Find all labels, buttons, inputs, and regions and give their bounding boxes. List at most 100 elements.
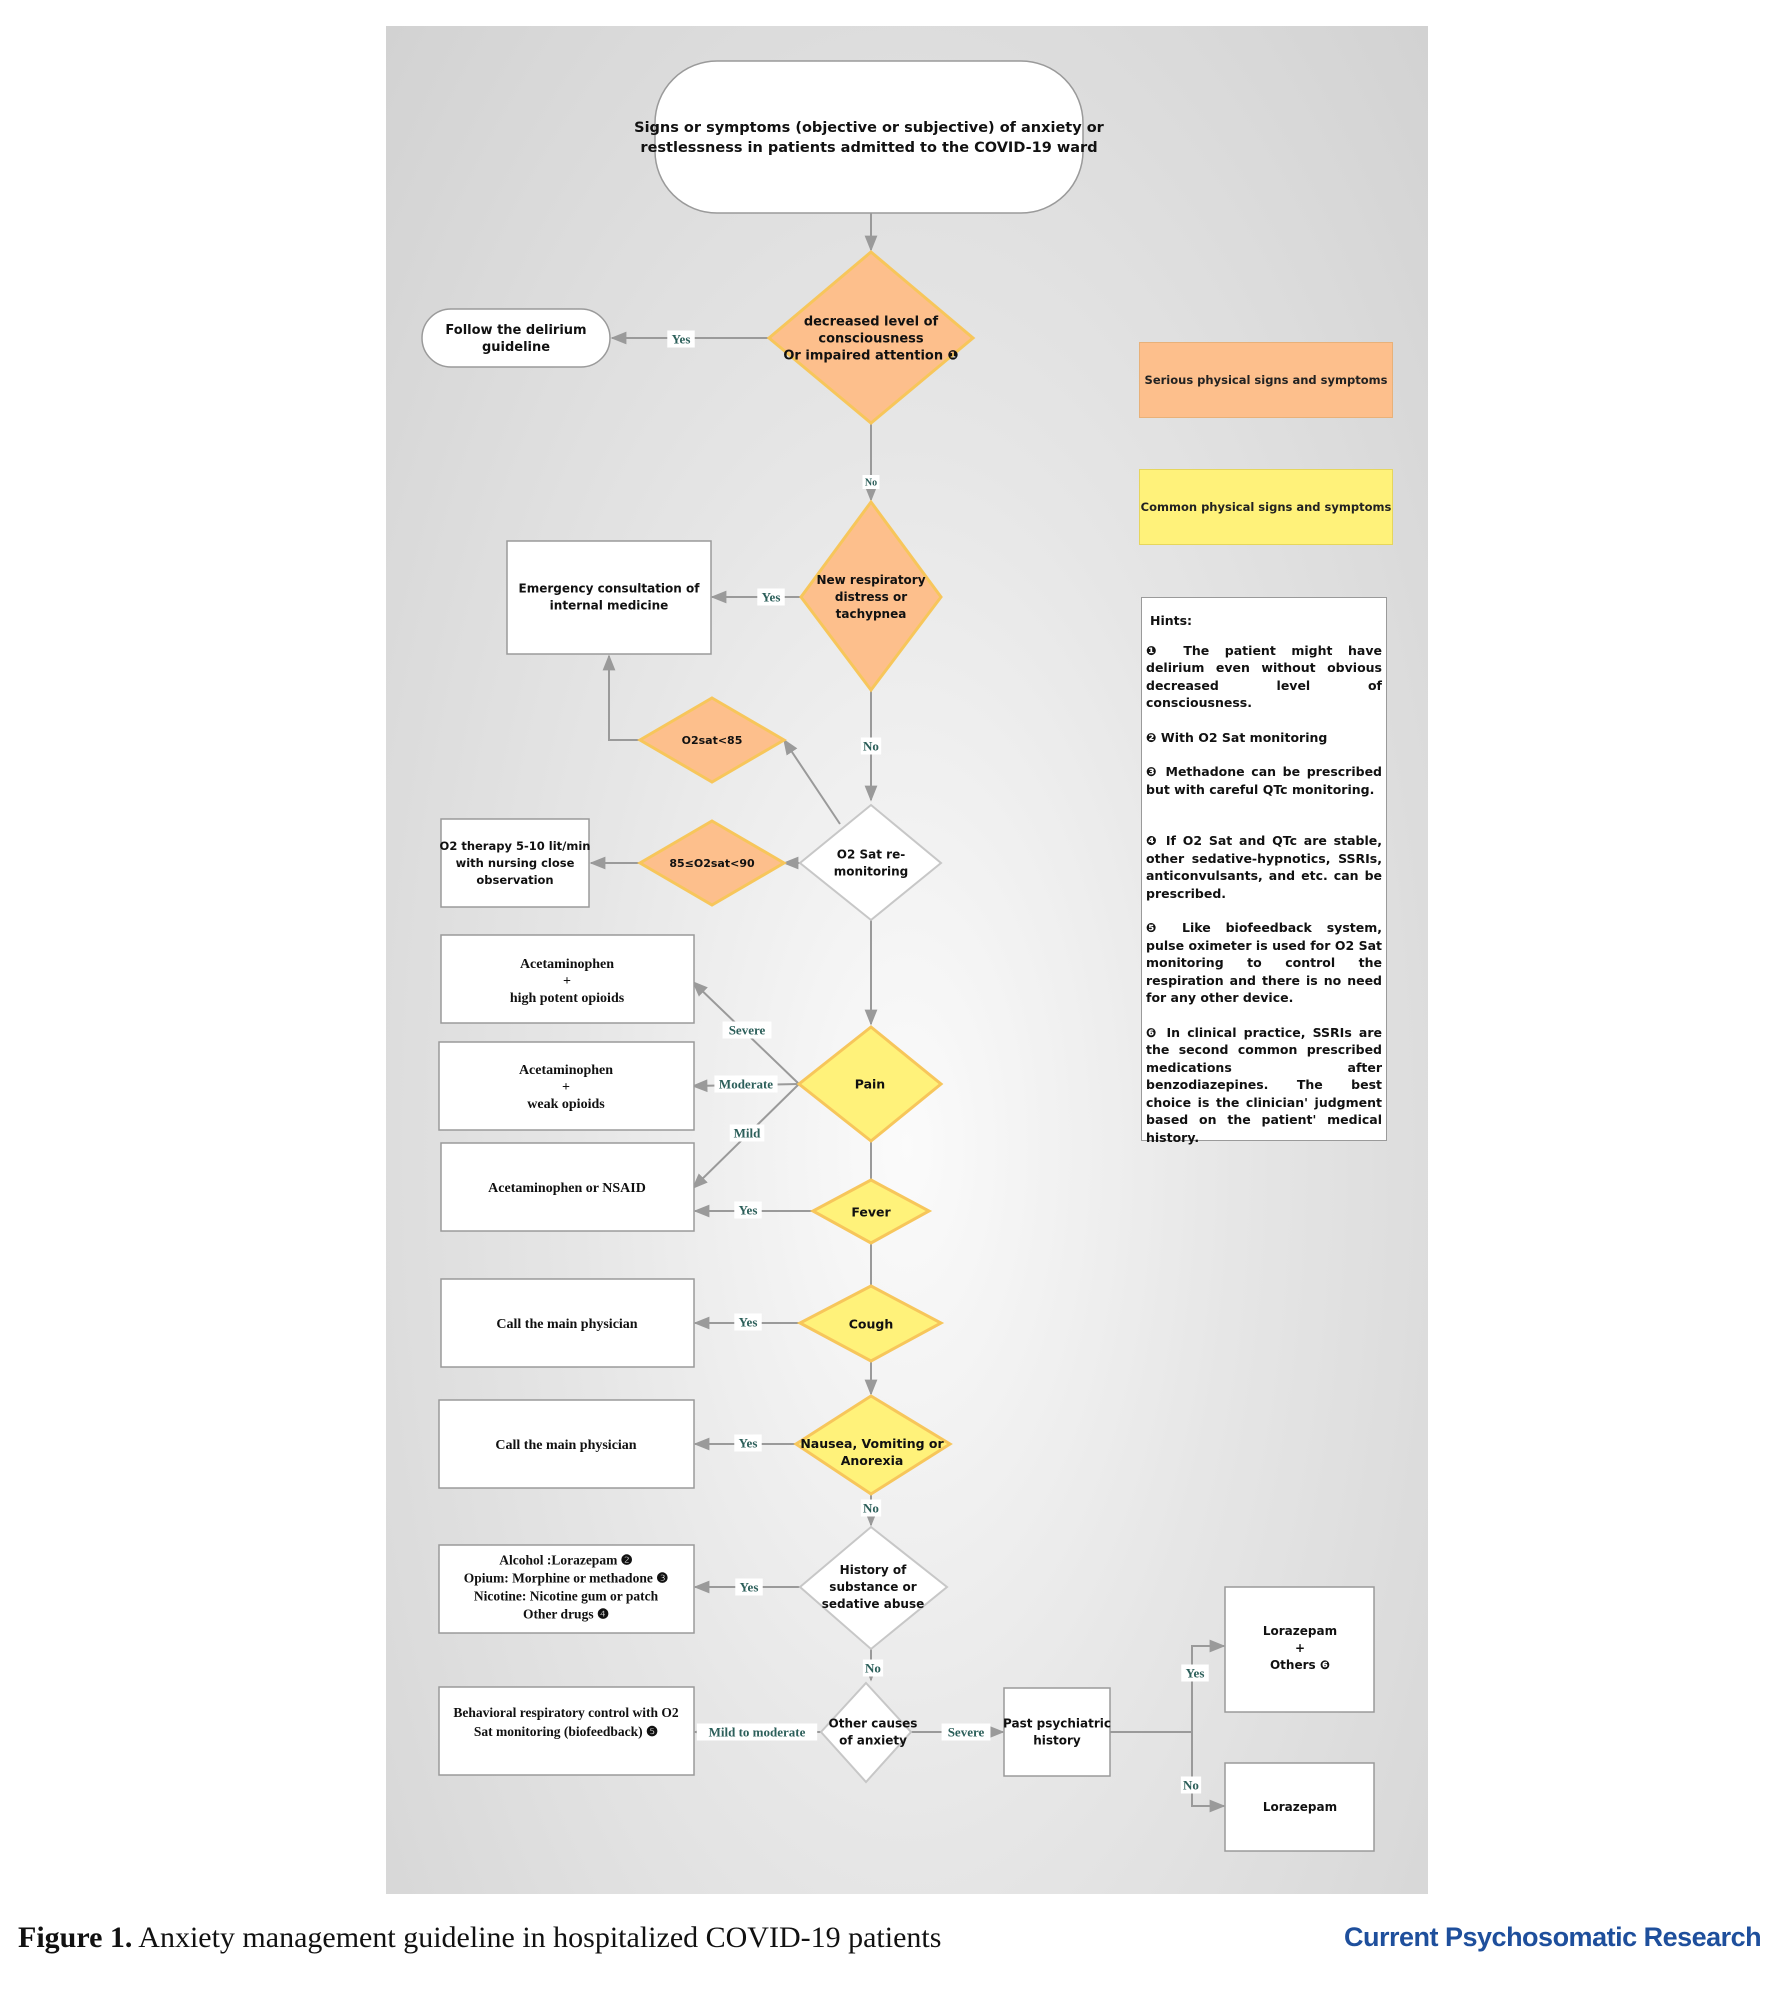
drugs-node (438, 1544, 695, 1634)
edge-label-text: Mild to moderate (709, 1725, 806, 1740)
edge-label-background (1181, 1664, 1209, 1682)
substance-decision (798, 1525, 949, 1651)
edge-label-text: Yes (762, 590, 781, 605)
pain-decision (796, 1025, 944, 1143)
edge-label-background (862, 475, 880, 489)
edge-label-text: Yes (739, 1315, 758, 1330)
edge-labels: YesNoYesNoSevereModerateMildYesYesYesNoY… (667, 330, 1209, 1794)
legend-common: Common physical signs and symptoms (1139, 469, 1393, 545)
o2range-decision (637, 819, 787, 907)
acet-nsaid-label: Acetaminophen or NSAID (488, 1181, 646, 1196)
edge-label-text: No (1183, 1778, 1199, 1793)
edge-label-text: No (865, 1661, 881, 1676)
edge-label-yes: Yes (734, 1313, 762, 1331)
hint-item: ❻ In clinical practice, SSRIs are the se… (1146, 1024, 1382, 1145)
edge-label-background (667, 330, 695, 348)
hints-box: Hints: ❶ The patient might have delirium… (1141, 597, 1387, 1145)
o2monitor-label: O2 Sat re-monitoring (834, 848, 909, 879)
edge-label-text: Moderate (719, 1077, 773, 1092)
acet-weak-label: Acetaminophen+weak opioids (519, 1063, 613, 1112)
edge-label-mild: Mild (729, 1124, 765, 1142)
edge-label-no: No (860, 737, 882, 755)
consciousness-decision (766, 250, 976, 425)
edge-label-yes: Yes (734, 1201, 762, 1219)
edge-label-yes: Yes (757, 588, 785, 606)
pain-label: Pain (855, 1076, 885, 1091)
edge-label-background (860, 1499, 882, 1517)
edge-label-text: Yes (672, 332, 691, 347)
edge-label-background (735, 1578, 763, 1596)
node-texts: Signs or symptoms (objective or subjecti… (440, 120, 1338, 1814)
edge-branch-no (1191, 1732, 1226, 1813)
edge-label-text: No (863, 739, 879, 754)
hint-item: ❺ Like biofeedback system, pulse oximete… (1146, 920, 1382, 1005)
edge-label-background (714, 1075, 778, 1093)
hint-item: ❹ If O2 Sat and QTc are stable, other se… (1146, 833, 1382, 901)
edge-label-no: No (860, 1499, 882, 1517)
edge-label-yes: Yes (1181, 1664, 1209, 1682)
edge-label-no: No (862, 1659, 884, 1677)
o2sat85-decision (637, 696, 787, 784)
fever-label: Fever (851, 1204, 891, 1219)
edge-label-text: Yes (1186, 1666, 1205, 1681)
edge-label-moderate: Moderate (714, 1075, 778, 1093)
hint-item: ❷ With O2 Sat monitoring (1146, 729, 1328, 745)
fever-decision (809, 1178, 933, 1245)
edge-label-background (734, 1201, 762, 1219)
acet-high-label: Acetaminophen+high potent opioids (510, 957, 625, 1006)
respiratory-decision (799, 499, 943, 693)
acet-weak-node (438, 1041, 695, 1131)
shapes (421, 60, 1375, 1852)
edge-label-background (757, 588, 785, 606)
nausea-decision (793, 1394, 953, 1496)
edge-label-text: No (863, 1501, 879, 1516)
caption-text: Anxiety management guideline in hospital… (132, 1921, 942, 1954)
edge-label-background (729, 1124, 765, 1142)
edge-label-background (696, 1723, 818, 1741)
edge-label-text: No (865, 478, 877, 489)
hint-item: ❸ Methadone can be prescribed but with c… (1146, 764, 1382, 797)
edge-label-background (1180, 1776, 1202, 1794)
behavioral-node (438, 1686, 695, 1776)
hint-item: ❶ The patient might have delirium even w… (1146, 642, 1382, 711)
edge-label-text: Severe (729, 1023, 766, 1038)
other-causes-decision (819, 1681, 913, 1784)
edge-label-text: Yes (740, 1580, 759, 1595)
edge-label-background (734, 1434, 762, 1452)
edge-label-severe: Severe (722, 1021, 772, 1039)
edge-label-background (734, 1313, 762, 1331)
acet-nsaid-node (440, 1142, 695, 1232)
call2-node (438, 1399, 695, 1489)
lorazepam-node (1224, 1762, 1375, 1852)
acet-high-node (440, 934, 695, 1024)
edge-label-no: No (862, 475, 880, 489)
emergency-node (506, 540, 712, 655)
delirium-node (421, 308, 611, 368)
lorazepam-label: Lorazepam (1263, 1800, 1337, 1814)
edge-label-text: Yes (739, 1436, 758, 1451)
figure-caption: Figure 1. Anxiety management guideline i… (18, 1921, 941, 1955)
call2-label: Call the main physician (495, 1438, 636, 1453)
edge-o2sat85-emergency (602, 654, 640, 741)
call1-label: Call the main physician (496, 1317, 637, 1332)
o2sat85-label: O2sat<85 (682, 734, 743, 747)
call1-node (440, 1278, 695, 1368)
o2monitor-decision (798, 803, 943, 922)
edge-label-text: Yes (739, 1203, 758, 1218)
start-label: Signs or symptoms (objective or subjecti… (634, 120, 1105, 156)
edge-label-severe: Severe (941, 1723, 991, 1741)
loraz-others-label: Lorazepam+Others ❻ (1263, 1624, 1337, 1672)
edge-branch-yes (1191, 1639, 1226, 1732)
edge-label-background (860, 737, 882, 755)
